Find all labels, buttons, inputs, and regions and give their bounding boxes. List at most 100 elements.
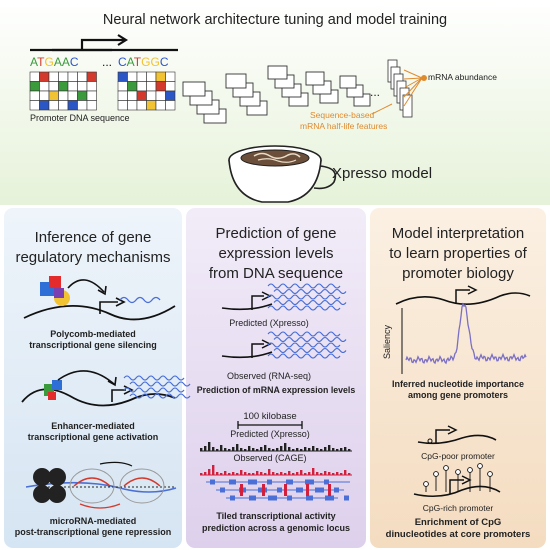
- grid-cell: [165, 71, 176, 82]
- saliency-curve: [405, 302, 527, 365]
- track-bar: [228, 449, 231, 451]
- sequence-ellipsis: ...: [102, 55, 112, 69]
- predicted-label: Predicted (Xpresso): [229, 318, 309, 328]
- track-bar: [320, 449, 323, 451]
- track-bar: [340, 473, 343, 475]
- track-bar: [268, 448, 271, 451]
- right-title-2: to learn properties of: [389, 245, 527, 262]
- mrna-strand: [123, 387, 185, 393]
- track-bar: [252, 448, 255, 451]
- grid-cell: [146, 71, 157, 82]
- track-bar: [240, 448, 243, 451]
- mrna-strand: [129, 393, 191, 399]
- grid-cell: [29, 81, 40, 92]
- grid-cell: [48, 90, 59, 101]
- header-title: Neural network architecture tuning and m…: [103, 12, 447, 28]
- gene-marker: [284, 484, 287, 496]
- grid-cell: [67, 100, 78, 111]
- track-bar: [268, 469, 271, 475]
- track-bar: [256, 471, 259, 475]
- cpg-poor-label: CpG-poor promoter: [421, 451, 495, 461]
- gene-exon: [305, 479, 314, 485]
- grid-cell: [127, 81, 138, 92]
- track-bar: [260, 472, 263, 475]
- nucleotide-letter: C: [160, 55, 169, 69]
- cpg-site-icon: [433, 471, 439, 477]
- gene-marker: [262, 484, 265, 496]
- track-bar: [248, 473, 251, 475]
- layers-ellipsis: ...: [370, 85, 380, 99]
- grid-cell: [58, 100, 69, 111]
- track-bar: [236, 473, 239, 475]
- track-bar: [328, 472, 331, 475]
- gene-exon: [315, 487, 324, 493]
- xpresso-cup-icon: [228, 145, 337, 203]
- track-bar: [312, 446, 315, 451]
- track-bar: [240, 470, 243, 475]
- middle-title-1: Prediction of gene: [216, 225, 337, 242]
- cpg-site-icon: [487, 471, 493, 477]
- cpg-poor-illustration: [417, 425, 497, 445]
- cpg-lollipops: [423, 463, 493, 492]
- track-bar: [236, 444, 239, 451]
- dense-connection: [403, 77, 423, 89]
- track-bar: [264, 445, 267, 451]
- right-caption-1a: Inferred nucleotide importance: [392, 379, 524, 389]
- track-bar: [212, 465, 215, 475]
- grid-cell: [146, 100, 157, 111]
- grid-cell: [67, 81, 78, 92]
- saliency-gene-line: [395, 285, 531, 305]
- one-hot-grid-right: [117, 71, 176, 111]
- gene-exon: [267, 479, 272, 485]
- track-bar: [316, 472, 319, 475]
- grid-cell: [155, 90, 166, 101]
- track-bar: [296, 472, 299, 475]
- track-bar: [272, 449, 275, 451]
- grid-cell: [127, 90, 138, 101]
- track-bar: [276, 473, 279, 475]
- gene-exon: [324, 479, 329, 485]
- grid-cell: [77, 90, 88, 101]
- track-bar: [296, 448, 299, 451]
- grid-cell: [136, 81, 147, 92]
- convolution-layers: [182, 65, 371, 124]
- grid-cell: [48, 71, 59, 82]
- mrna-strand: [267, 294, 341, 300]
- track-bar: [336, 472, 339, 475]
- nucleotide-letter: T: [37, 55, 45, 69]
- track-bar: [204, 446, 207, 451]
- nucleotide-letter: G: [141, 55, 150, 69]
- track-bar: [276, 448, 279, 451]
- enhancer-mrna-icon: [123, 375, 191, 399]
- track-bar: [280, 472, 283, 475]
- gene-exon: [325, 495, 334, 501]
- nucleotide-letter: C: [118, 55, 127, 69]
- gene-exon: [249, 495, 256, 501]
- mrna-strand: [273, 336, 347, 343]
- dense-connection: [403, 69, 423, 79]
- middle-title-3: from DNA sequence: [209, 265, 343, 282]
- track-bar: [272, 472, 275, 475]
- grid-cell: [77, 100, 88, 111]
- grid-cell: [155, 100, 166, 111]
- grid-cell: [39, 100, 50, 111]
- track-bar: [324, 471, 327, 475]
- nucleotide-letter: A: [62, 55, 70, 69]
- track-bar: [332, 448, 335, 451]
- middle-caption-2a: Tiled transcriptional activity: [216, 511, 335, 521]
- mrna-strand: [273, 288, 347, 295]
- grid-cell: [86, 81, 97, 92]
- track-bar: [228, 473, 231, 475]
- track-bar: [216, 449, 219, 451]
- track-bar: [204, 472, 207, 475]
- track-bar: [300, 470, 303, 475]
- scale-bar: [237, 421, 303, 429]
- middle-title-2: expression levels: [218, 245, 333, 262]
- nucleotide-letter: A: [54, 55, 62, 69]
- gene-exon: [230, 495, 235, 501]
- gene-exon: [220, 487, 225, 493]
- track-bar: [348, 449, 351, 451]
- scale-label: 100 kilobase: [243, 411, 296, 422]
- nucleotide-letter: T: [134, 55, 142, 69]
- track-bar: [304, 473, 307, 475]
